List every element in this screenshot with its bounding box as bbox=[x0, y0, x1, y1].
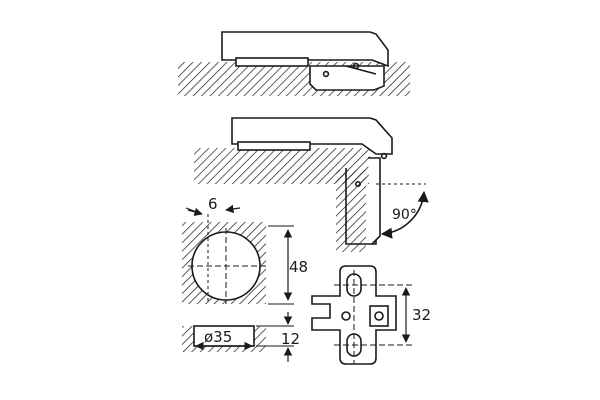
bore-height-label: 48 bbox=[289, 258, 308, 276]
plate-adjuster bbox=[369, 305, 389, 327]
spring-line bbox=[345, 65, 377, 75]
open-hinge-view: 90° bbox=[194, 117, 429, 252]
hinge-knuckle bbox=[368, 157, 381, 245]
plate-height-label: 32 bbox=[412, 306, 431, 324]
plate-hole-left bbox=[341, 311, 351, 321]
screw-hole-left bbox=[322, 70, 330, 78]
mounting-plate-view: 32 bbox=[311, 265, 431, 365]
closed-hinge-view bbox=[178, 31, 410, 96]
edge-offset-label: 6 bbox=[208, 195, 218, 213]
opening-angle-label: 90° bbox=[392, 207, 417, 223]
pivot-pin-lower bbox=[354, 181, 361, 188]
bore-diameter-label: ø35 bbox=[204, 328, 232, 346]
edge-offset-arrow-right bbox=[225, 204, 241, 214]
bore-front-view: 6 48 bbox=[182, 195, 308, 305]
adjuster-screw bbox=[374, 311, 384, 321]
angle-arc bbox=[380, 190, 429, 239]
hinge-cup-closed bbox=[235, 57, 309, 67]
mounting-plate-closed bbox=[309, 65, 385, 91]
door-hatching bbox=[336, 170, 366, 252]
hinge-cup-open bbox=[237, 141, 311, 151]
edge-offset-arrow-left bbox=[187, 207, 203, 216]
pivot-pin-upper bbox=[380, 152, 388, 160]
bore-section-view: ø35 12 bbox=[182, 312, 300, 362]
bore-depth-label: 12 bbox=[281, 330, 300, 348]
